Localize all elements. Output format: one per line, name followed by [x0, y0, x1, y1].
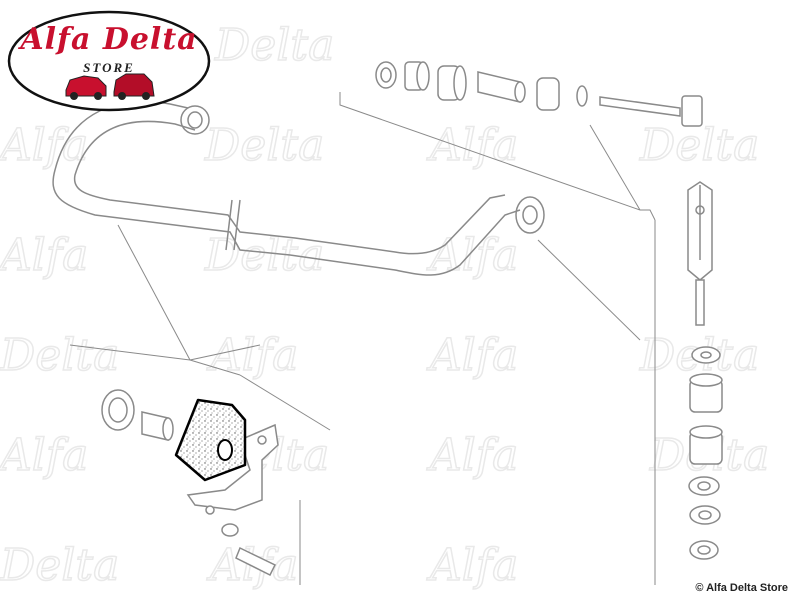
svg-text:Alfa: Alfa — [426, 230, 518, 281]
mount-assembly-lower — [101, 389, 279, 577]
svg-text:Alfa: Alfa — [426, 330, 518, 381]
link-assembly-top — [375, 61, 703, 127]
svg-text:Delta: Delta — [0, 330, 119, 381]
logo-subtitle: STORE — [83, 60, 135, 75]
svg-text:Delta: Delta — [0, 540, 119, 591]
svg-text:Delta: Delta — [214, 20, 334, 71]
svg-text:Alfa: Alfa — [426, 540, 518, 591]
svg-text:Alfa: Alfa — [0, 430, 88, 481]
svg-text:Delta: Delta — [204, 120, 324, 171]
alfa-delta-store-logo: Alfa Delta STORE — [6, 8, 212, 114]
stabilizer-bar-bushing — [174, 398, 247, 482]
logo-title: Alfa Delta — [20, 22, 198, 57]
copyright-notice: © Alfa Delta Store — [695, 582, 788, 594]
watermark-layer: Delta Alfa Alfa Delta Delta Alfa Delta A… — [0, 19, 770, 592]
svg-text:Delta: Delta — [204, 230, 324, 281]
svg-text:Alfa: Alfa — [206, 330, 298, 381]
svg-text:Delta: Delta — [639, 120, 759, 171]
link-assembly-right — [687, 181, 723, 560]
svg-text:Alfa: Alfa — [426, 120, 518, 171]
leader-lines — [69, 92, 656, 585]
svg-text:Alfa: Alfa — [0, 120, 88, 171]
car-icon — [113, 73, 155, 100]
svg-text:Alfa: Alfa — [426, 430, 518, 481]
car-icon — [65, 75, 107, 100]
svg-text:Alfa: Alfa — [0, 230, 88, 281]
